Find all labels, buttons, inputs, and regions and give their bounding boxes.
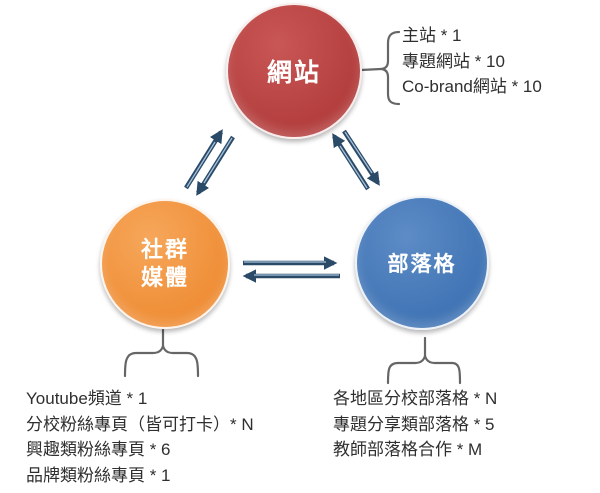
arrow-pair-social-blog [242, 256, 340, 283]
list-item: 興趣類粉絲專頁 * 6 [26, 440, 171, 459]
list-item: 教師部落格合作 * M [333, 440, 483, 459]
arrow-highlight [339, 145, 368, 189]
brace-social [123, 328, 200, 378]
arrow-pair-website-social [184, 129, 235, 196]
list-item: 專題網站 * 10 [402, 51, 505, 71]
node-blog: 部落格 [355, 196, 489, 330]
list-item: 各地區分校部落格 * N [333, 389, 498, 408]
brace-blog [386, 336, 462, 385]
website-annotation-list: 主站 * 1 專題網站 * 10 Co-brand網站 * 10 [402, 23, 542, 100]
arrow-highlight [344, 131, 373, 174]
blog-annotation-list: 各地區分校部落格 * N 專題分享類部落格 * 5 教師部落格合作 * M [333, 386, 497, 463]
arrow-highlight [186, 141, 216, 188]
list-item: 主站 * 1 [402, 26, 462, 45]
list-item: Youtube頻道 * 1 [26, 389, 148, 408]
curly-brace-icon [123, 344, 200, 378]
node-website-label: 網站 [266, 59, 321, 87]
list-item: Co-brand網站 * 10 [402, 77, 542, 96]
arrow-highlight [203, 137, 233, 184]
node-social-media: 社群 媒體 [100, 199, 230, 329]
node-social-label-line1: 社群 [140, 237, 189, 262]
list-item: 分校粉絲專頁（皆可打卡）* N [26, 414, 254, 434]
list-item: 專題分享類部落格 * 5 [333, 414, 495, 434]
curly-brace-icon [386, 354, 462, 385]
curly-brace-icon [379, 30, 401, 106]
node-website: 網站 [226, 3, 362, 139]
social-annotation-list: Youtube頻道 * 1 分校粉絲專頁（皆可打卡）* N 興趣類粉絲專頁 * … [26, 386, 254, 488]
list-item: 品牌類粉絲專頁 * 1 [26, 465, 171, 485]
node-social-label-line2: 媒體 [140, 265, 189, 290]
brace-website [359, 30, 401, 106]
node-blog-label: 部落格 [387, 253, 457, 276]
arrow-pair-website-blog [332, 129, 380, 191]
brace-stem [359, 67, 383, 72]
